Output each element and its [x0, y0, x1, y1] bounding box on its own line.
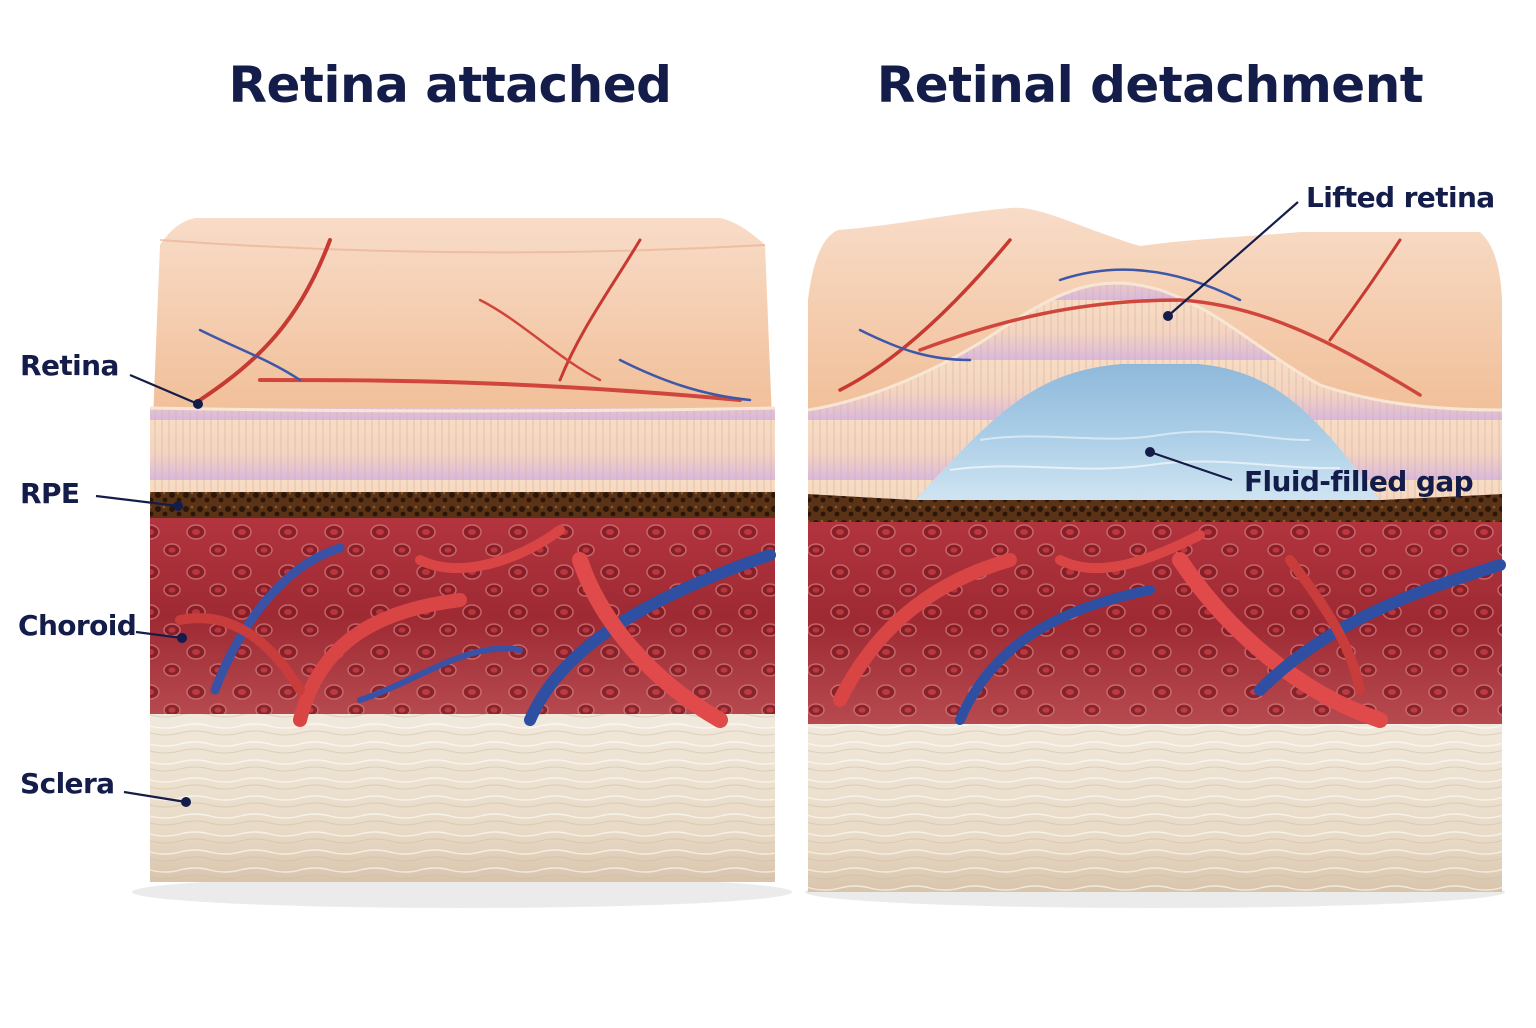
label-lifted-retina: Lifted retina	[1306, 181, 1495, 214]
leader-retina-dot	[193, 399, 203, 409]
label-fluid-filled-gap: Fluid-filled gap	[1244, 465, 1474, 498]
title-detached: Retinal detachment	[876, 56, 1424, 114]
leader-lifted-retina-dot	[1163, 311, 1173, 321]
label-retina: Retina	[20, 349, 119, 382]
leader-choroid	[135, 630, 183, 640]
leader-fluid-gap-dot	[1145, 447, 1155, 457]
attached-tissue-block	[132, 218, 792, 908]
leader-lifted-retina	[1167, 201, 1299, 317]
leader-sclera-dot	[181, 797, 191, 807]
label-rpe: RPE	[20, 477, 80, 510]
leader-retina	[129, 373, 199, 406]
label-choroid: Choroid	[18, 609, 137, 642]
leader-sclera	[123, 790, 187, 804]
title-attached: Retina attached	[228, 56, 672, 114]
detached-tissue-block	[805, 207, 1506, 908]
leader-rpe-dot	[173, 501, 183, 511]
leader-rpe	[95, 494, 179, 508]
label-sclera: Sclera	[20, 767, 115, 800]
leader-fluid-gap	[1149, 450, 1233, 482]
leader-choroid-dot	[177, 633, 187, 643]
leader-lines	[95, 201, 1299, 807]
